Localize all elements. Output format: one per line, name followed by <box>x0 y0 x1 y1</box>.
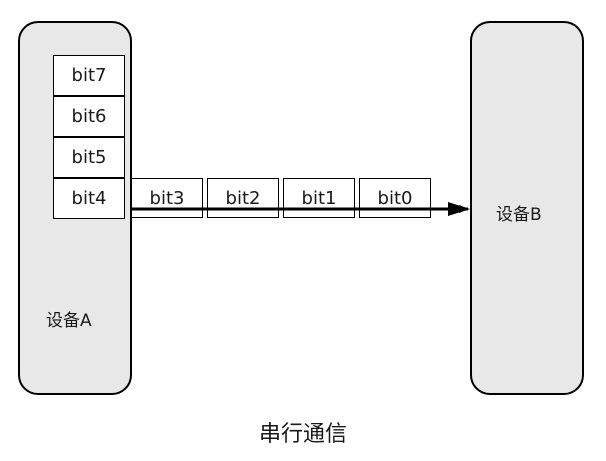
device-b-label: 设备B <box>496 205 542 225</box>
bit1-cell: bit1 <box>283 178 355 218</box>
device-a-label: 设备A <box>46 311 92 331</box>
bit3-cell: bit3 <box>131 178 203 218</box>
bit7-cell: bit7 <box>53 55 125 96</box>
bit0-cell: bit0 <box>359 178 431 218</box>
bit5-cell: bit5 <box>53 137 125 178</box>
arrowhead-icon <box>448 202 470 216</box>
bit2-cell: bit2 <box>207 178 279 218</box>
bit4-cell: bit4 <box>53 178 125 219</box>
diagram-caption: 串行通信 <box>258 422 347 447</box>
bit6-cell: bit6 <box>53 96 125 137</box>
device-b-box <box>470 21 584 395</box>
